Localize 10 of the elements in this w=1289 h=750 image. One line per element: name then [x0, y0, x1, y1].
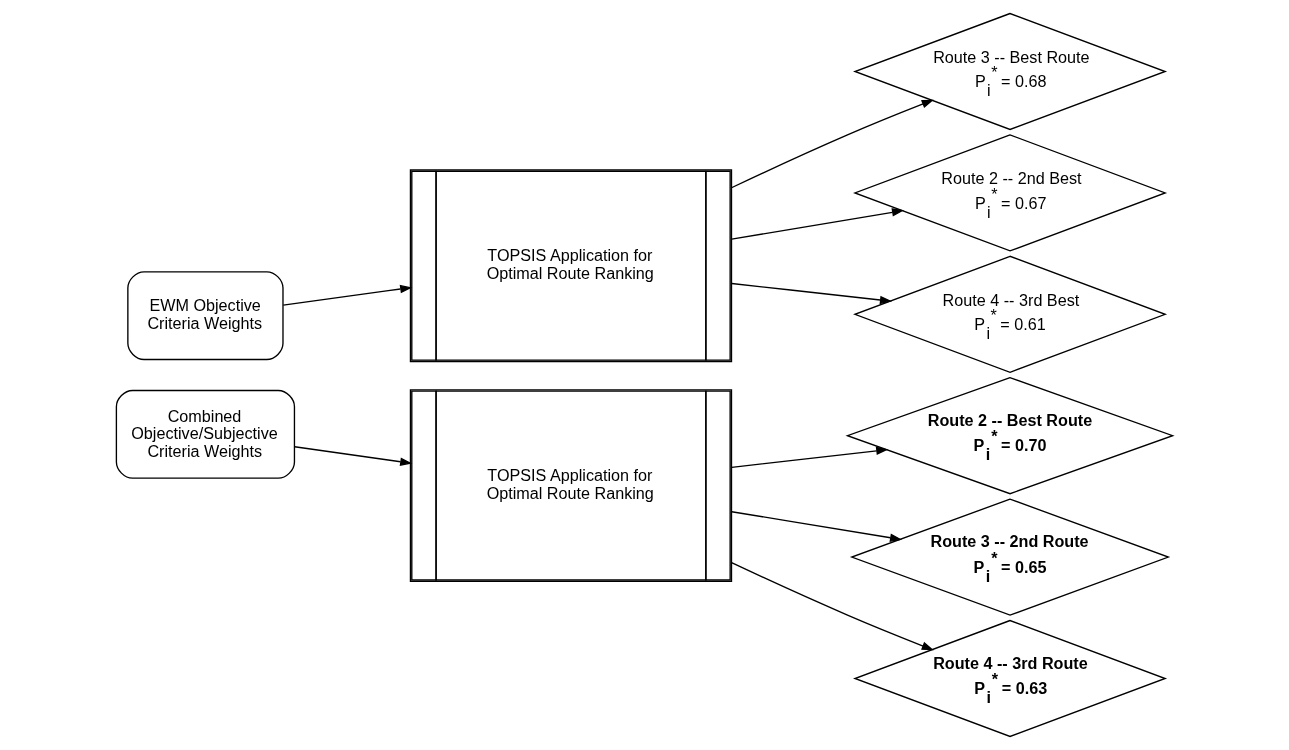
arrow — [730, 562, 934, 651]
arrow — [731, 446, 889, 469]
arrow — [282, 284, 413, 306]
node-box: EWM Objective Criteria Weights — [127, 271, 284, 361]
node-box: Combined Objective/Subjective Criteria Weights — [115, 389, 296, 479]
arrow — [293, 446, 413, 466]
arrow — [730, 99, 934, 189]
arrow — [731, 282, 893, 305]
arrow — [731, 208, 905, 240]
arrow — [731, 511, 903, 542]
